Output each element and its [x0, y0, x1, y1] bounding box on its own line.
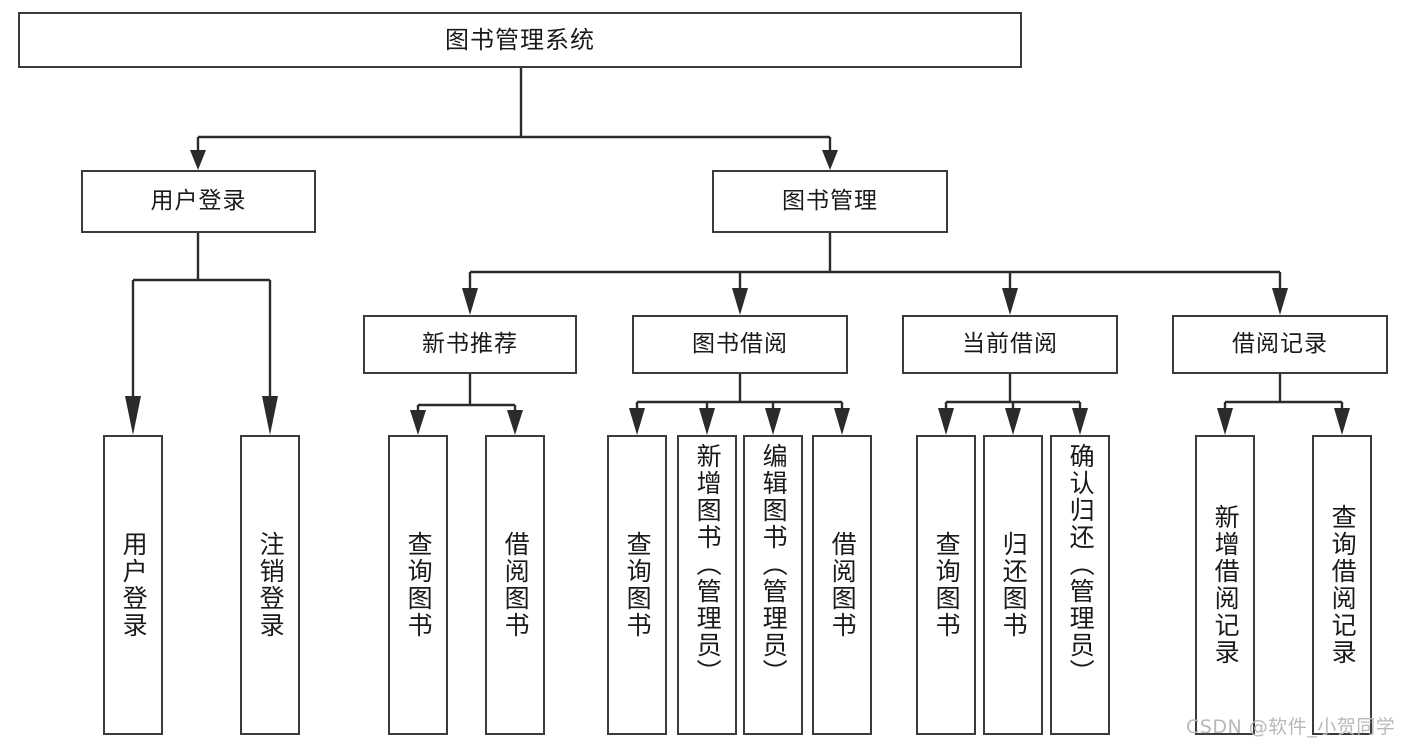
node-label: 当前借阅 [962, 330, 1058, 357]
node-label: 查询图书 [623, 531, 653, 639]
node-new-book-recommend[interactable]: 新书推荐 [363, 315, 577, 374]
node-label: 图书借阅 [692, 330, 788, 357]
node-root-book-management-system[interactable]: 图书管理系统 [18, 12, 1022, 68]
node-label: 借阅图书 [501, 531, 531, 639]
node-leaf-add-book-admin[interactable]: 新增图书（管理员） [677, 435, 737, 735]
node-leaf-user-login[interactable]: 用户登录 [103, 435, 163, 735]
node-label: 确认归还（管理员） [1066, 443, 1096, 686]
node-leaf-borrow-book[interactable]: 借阅图书 [812, 435, 872, 735]
node-label: 编辑图书（管理员） [759, 443, 789, 686]
node-label: 查询借阅记录 [1328, 504, 1358, 666]
node-leaf-query-book-current[interactable]: 查询图书 [916, 435, 976, 735]
node-label: 查询图书 [404, 531, 434, 639]
node-label: 用户登录 [119, 531, 149, 639]
csdn-watermark: CSDN @软件_小贺同学 [1186, 716, 1396, 738]
node-leaf-add-borrow-record[interactable]: 新增借阅记录 [1195, 435, 1255, 735]
node-label: 图书管理 [782, 187, 878, 214]
node-label: 查询图书 [932, 531, 962, 639]
node-leaf-confirm-return-admin[interactable]: 确认归还（管理员） [1050, 435, 1110, 735]
node-leaf-logout[interactable]: 注销登录 [240, 435, 300, 735]
node-label: 用户登录 [150, 187, 247, 214]
node-leaf-query-book-recommend[interactable]: 查询图书 [388, 435, 448, 735]
node-label: 新书推荐 [422, 330, 518, 357]
node-leaf-return-book[interactable]: 归还图书 [983, 435, 1043, 735]
node-label: 借阅图书 [828, 531, 858, 639]
node-user-login[interactable]: 用户登录 [81, 170, 316, 233]
node-label: 注销登录 [256, 531, 286, 639]
node-book-borrow[interactable]: 图书借阅 [632, 315, 848, 374]
node-current-borrow[interactable]: 当前借阅 [902, 315, 1118, 374]
node-leaf-edit-book-admin[interactable]: 编辑图书（管理员） [743, 435, 803, 735]
node-borrow-record[interactable]: 借阅记录 [1172, 315, 1388, 374]
node-leaf-query-borrow-record[interactable]: 查询借阅记录 [1312, 435, 1372, 735]
node-label: 归还图书 [999, 531, 1029, 639]
node-label: 图书管理系统 [445, 25, 595, 54]
node-book-management[interactable]: 图书管理 [712, 170, 948, 233]
node-label: 新增借阅记录 [1211, 504, 1241, 666]
node-leaf-borrow-book-recommend[interactable]: 借阅图书 [485, 435, 545, 735]
node-label: 借阅记录 [1232, 330, 1328, 357]
node-leaf-query-book-borrow[interactable]: 查询图书 [607, 435, 667, 735]
node-label: 新增图书（管理员） [693, 443, 723, 686]
